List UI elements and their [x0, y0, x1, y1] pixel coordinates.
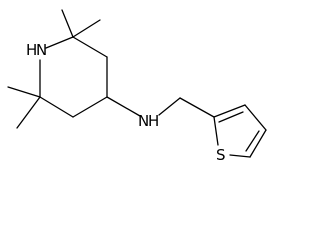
bond-n1-c2	[45, 36, 74, 49]
bond-c2-c3	[72, 36, 108, 58]
amine-nitrogen-label: N	[138, 112, 149, 130]
ring-nitrogen-label: H	[26, 41, 37, 59]
double-bond-c2t-c3t	[218, 111, 244, 123]
bond-c5t-s	[229, 154, 251, 158]
bond-s-c2t	[213, 116, 219, 146]
bond-c2-methyl-a	[61, 9, 74, 38]
piperidine-ring	[39, 36, 108, 118]
bond-c4t-c5t	[249, 129, 267, 158]
bond-ch2-thiophene	[179, 97, 215, 118]
bond-nh-ch2	[158, 97, 181, 116]
bond-c2-methyl-b	[72, 19, 101, 38]
bond-c4-nh	[106, 96, 141, 117]
amine-hydrogen-label: H	[148, 112, 159, 130]
atom-labels: H N N H S	[26, 41, 226, 164]
thiophene-sulfur-label: S	[216, 146, 226, 164]
double-bond-c4t-c5t	[245, 130, 260, 152]
bond-c5-c6	[39, 96, 74, 118]
bond-c6-methyl-b	[16, 96, 41, 129]
bond-c2t-c3t	[213, 104, 246, 118]
bond-c6-methyl-a	[7, 86, 41, 98]
side-chain	[106, 96, 215, 118]
bond-c4-c5	[72, 96, 108, 118]
bond-c3t-c4t	[244, 104, 267, 131]
structure-diagram: H N N H S	[7, 9, 267, 164]
methyl-groups	[7, 9, 101, 129]
ring-nitrogen-label-n: N	[36, 41, 47, 59]
thiophene-ring	[213, 104, 267, 158]
